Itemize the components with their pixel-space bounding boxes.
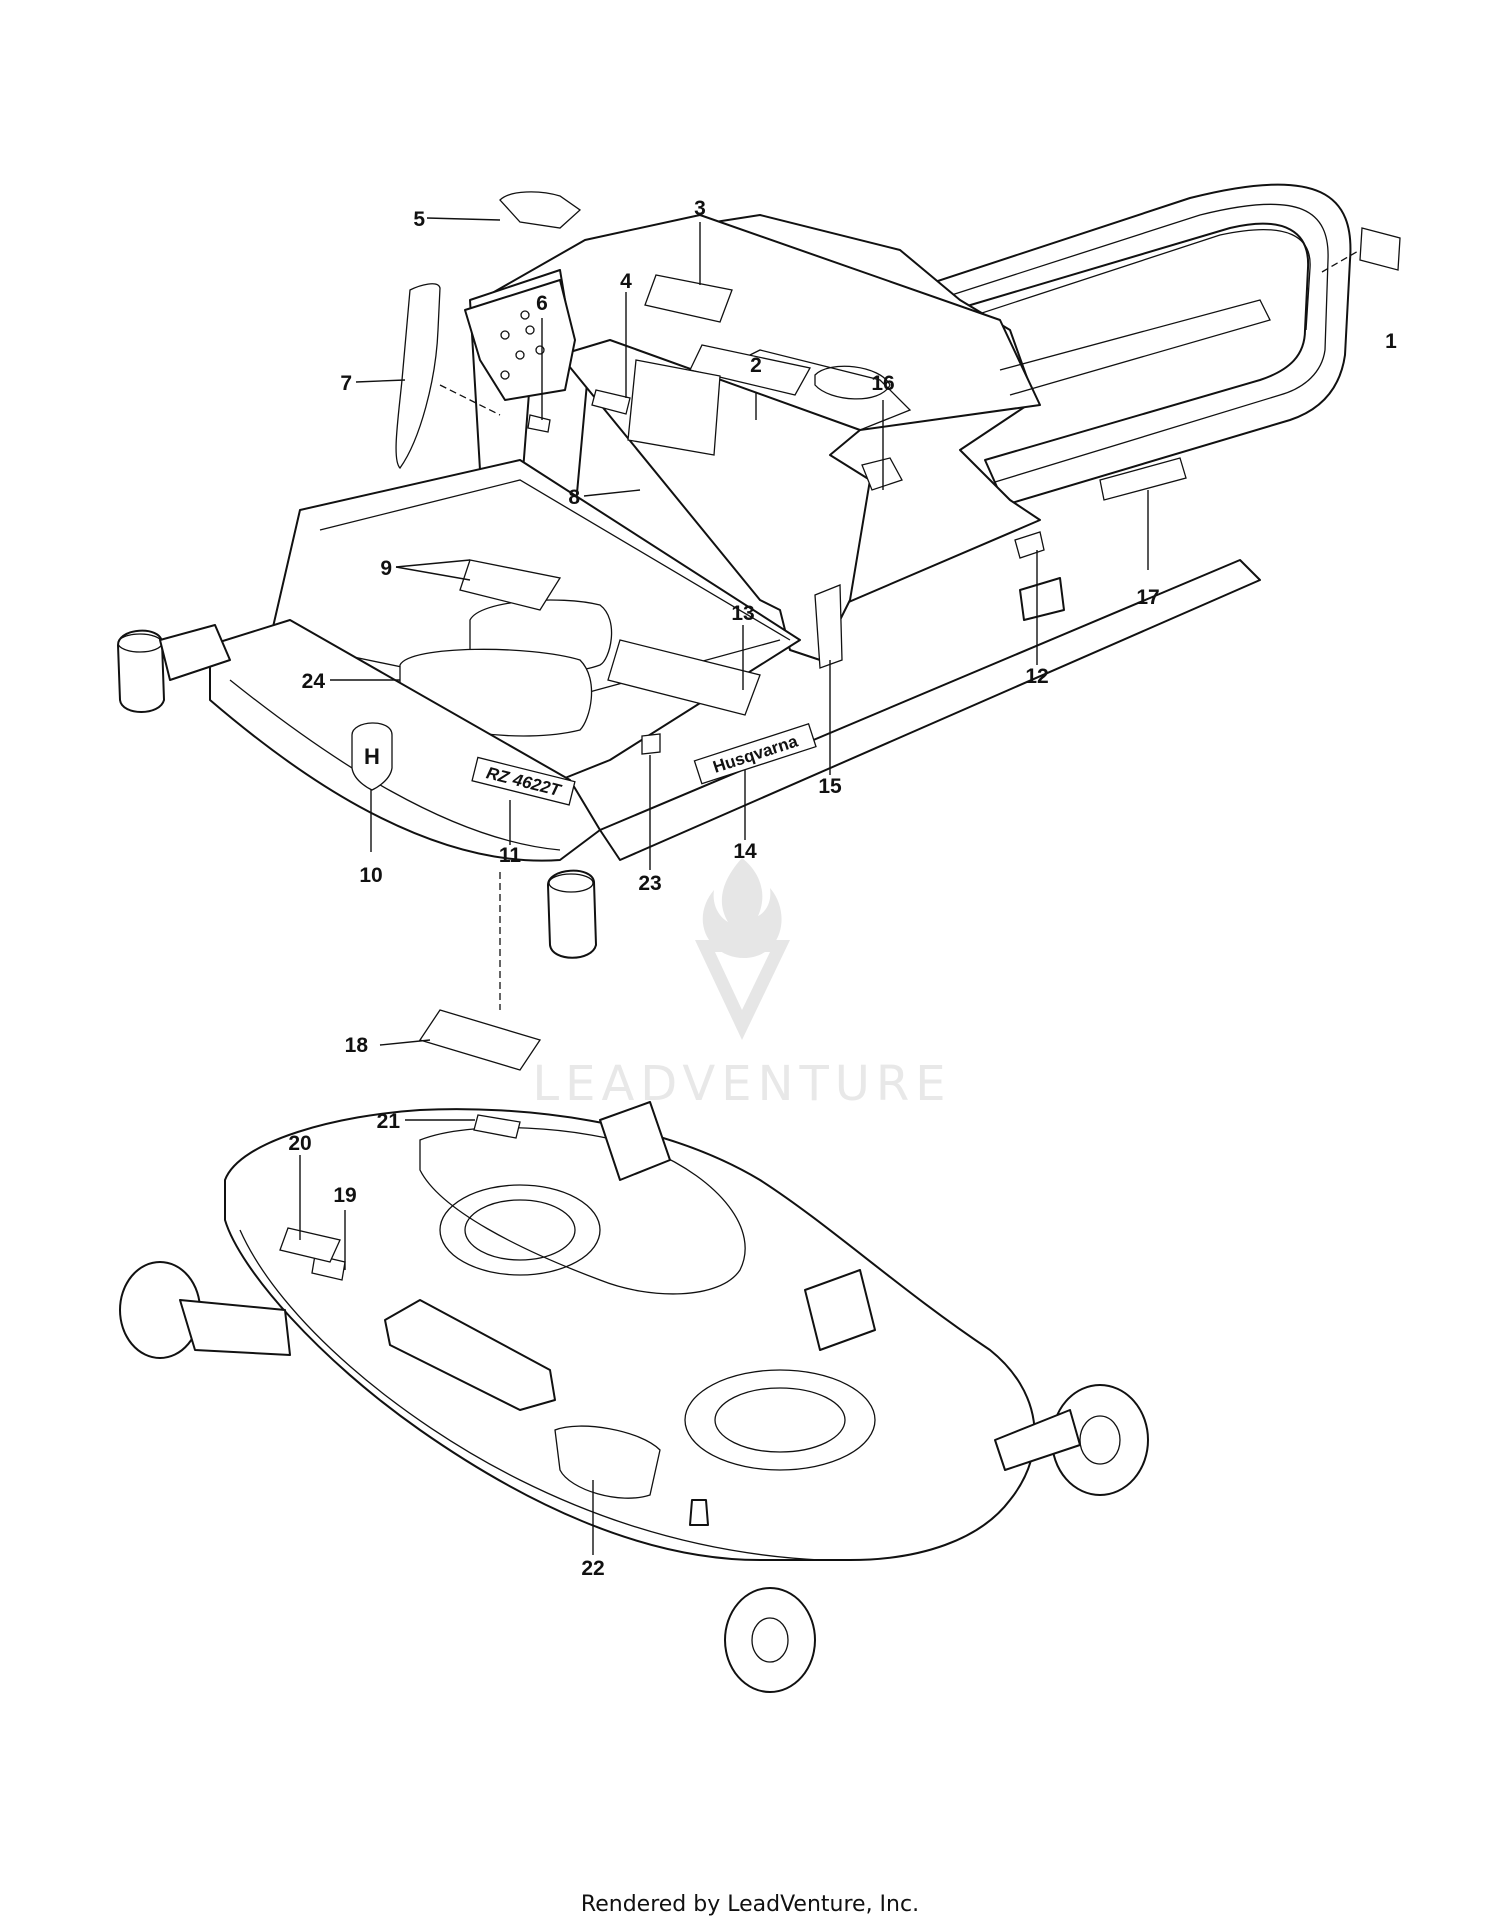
callout-9: 9 (380, 557, 392, 580)
callout-18: 18 (345, 1034, 369, 1057)
callout-1: 1 (1385, 330, 1397, 353)
decal-2 (689, 344, 811, 396)
watermark-text: LEADVENTURE (532, 1056, 951, 1112)
callout-21: 21 (377, 1110, 401, 1133)
callout-15: 15 (818, 775, 842, 798)
left-caster-pivot (117, 629, 165, 713)
watermark-v-icon (695, 940, 790, 1040)
decal-4 (591, 389, 631, 415)
decal-13 (607, 639, 761, 716)
decal-16 (861, 457, 903, 491)
callout-20: 20 (288, 1132, 311, 1155)
callout-13: 13 (731, 602, 754, 625)
callout-2: 2 (750, 354, 762, 377)
callout-19: 19 (333, 1184, 356, 1207)
leader-lines (299, 217, 1361, 1555)
callout-8: 8 (568, 486, 580, 509)
callout-14: 14 (733, 840, 757, 863)
decal-12 (1014, 531, 1045, 559)
callout-6: 6 (536, 292, 548, 315)
decal-19 (311, 1254, 346, 1281)
decal-6 (527, 414, 551, 433)
decal-23 (641, 733, 661, 755)
callout-5: 5 (413, 208, 425, 231)
deck-wheel-right (994, 1384, 1149, 1496)
decal-17 (1099, 457, 1187, 501)
callout-7: 7 (340, 372, 352, 395)
husqvarna-emblem-decal: H (351, 722, 393, 791)
decal-8 (627, 359, 721, 456)
decal-20 (279, 1227, 341, 1263)
callout-3: 3 (694, 197, 706, 220)
callout-labels: 1 2 3 4 5 6 7 8 9 10 11 12 13 14 15 16 1… (288, 197, 1397, 1580)
grease-fitting (689, 1499, 709, 1526)
decal-1 (1359, 227, 1401, 271)
watermark: LEADVENTURE (532, 858, 951, 1112)
decal-5 (499, 191, 582, 229)
decal-9 (459, 559, 562, 611)
callout-16: 16 (871, 372, 894, 395)
callout-12: 12 (1025, 665, 1048, 688)
decal-18 (418, 1009, 542, 1071)
svg-text:H: H (364, 744, 380, 769)
callout-24: 24 (302, 670, 326, 693)
callout-4: 4 (620, 270, 632, 293)
callout-10: 10 (359, 864, 382, 887)
callout-11: 11 (499, 844, 522, 867)
rear-handle-frame (879, 183, 1352, 506)
decal-22 (554, 1425, 661, 1499)
callout-23: 23 (638, 872, 661, 895)
watermark-flame-icon (702, 858, 782, 958)
right-caster-pivot (547, 869, 597, 959)
render-credit: Rendered by LeadVenture, Inc. (580, 1892, 920, 1917)
decal-7 (395, 283, 441, 470)
callout-22: 22 (581, 1557, 604, 1580)
deck-wheel-front (724, 1587, 816, 1693)
decal-3 (644, 274, 733, 323)
decal-21 (473, 1114, 521, 1139)
callout-17: 17 (1136, 586, 1159, 609)
deck-wheel-left (119, 1261, 291, 1359)
main-frame (117, 214, 1271, 959)
mower-deck (119, 1101, 1149, 1693)
decal-15 (814, 584, 843, 669)
